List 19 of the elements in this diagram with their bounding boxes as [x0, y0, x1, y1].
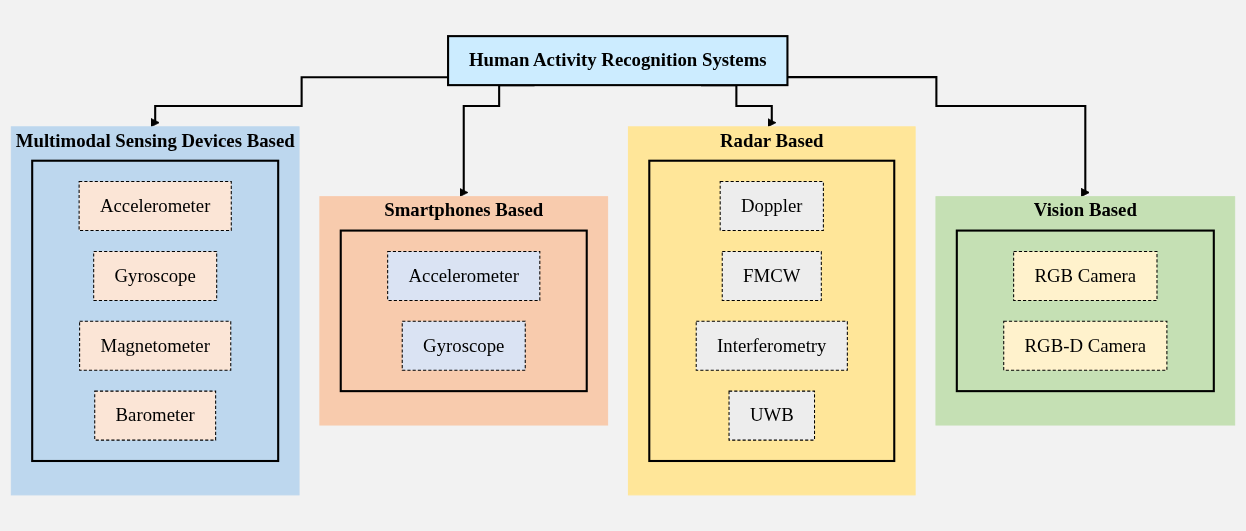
cluster: [31, 159, 280, 463]
node-box: Accelerometer: [387, 250, 541, 301]
node-box: Barometer: [94, 390, 217, 441]
arrow: [150, 76, 449, 128]
node-box: RGB Camera: [1013, 250, 1158, 301]
node-box: Magnetometer: [79, 320, 232, 371]
node-box: Gyroscope: [401, 320, 526, 371]
node-box: FMCW: [721, 250, 822, 301]
node-box: Doppler: [719, 181, 824, 232]
node-box: Interferometry: [695, 320, 848, 371]
cluster: [339, 229, 588, 393]
node-box: Accelerometer: [78, 181, 232, 232]
cluster: [955, 229, 1215, 393]
arrow: [787, 76, 1090, 198]
node-box: RGB-D Camera: [1003, 320, 1168, 371]
node-box: Gyroscope: [93, 250, 218, 301]
node-box: Human Activity Recognition Systems: [447, 35, 789, 87]
node-box: UWB: [728, 390, 816, 441]
cluster: [648, 159, 896, 463]
